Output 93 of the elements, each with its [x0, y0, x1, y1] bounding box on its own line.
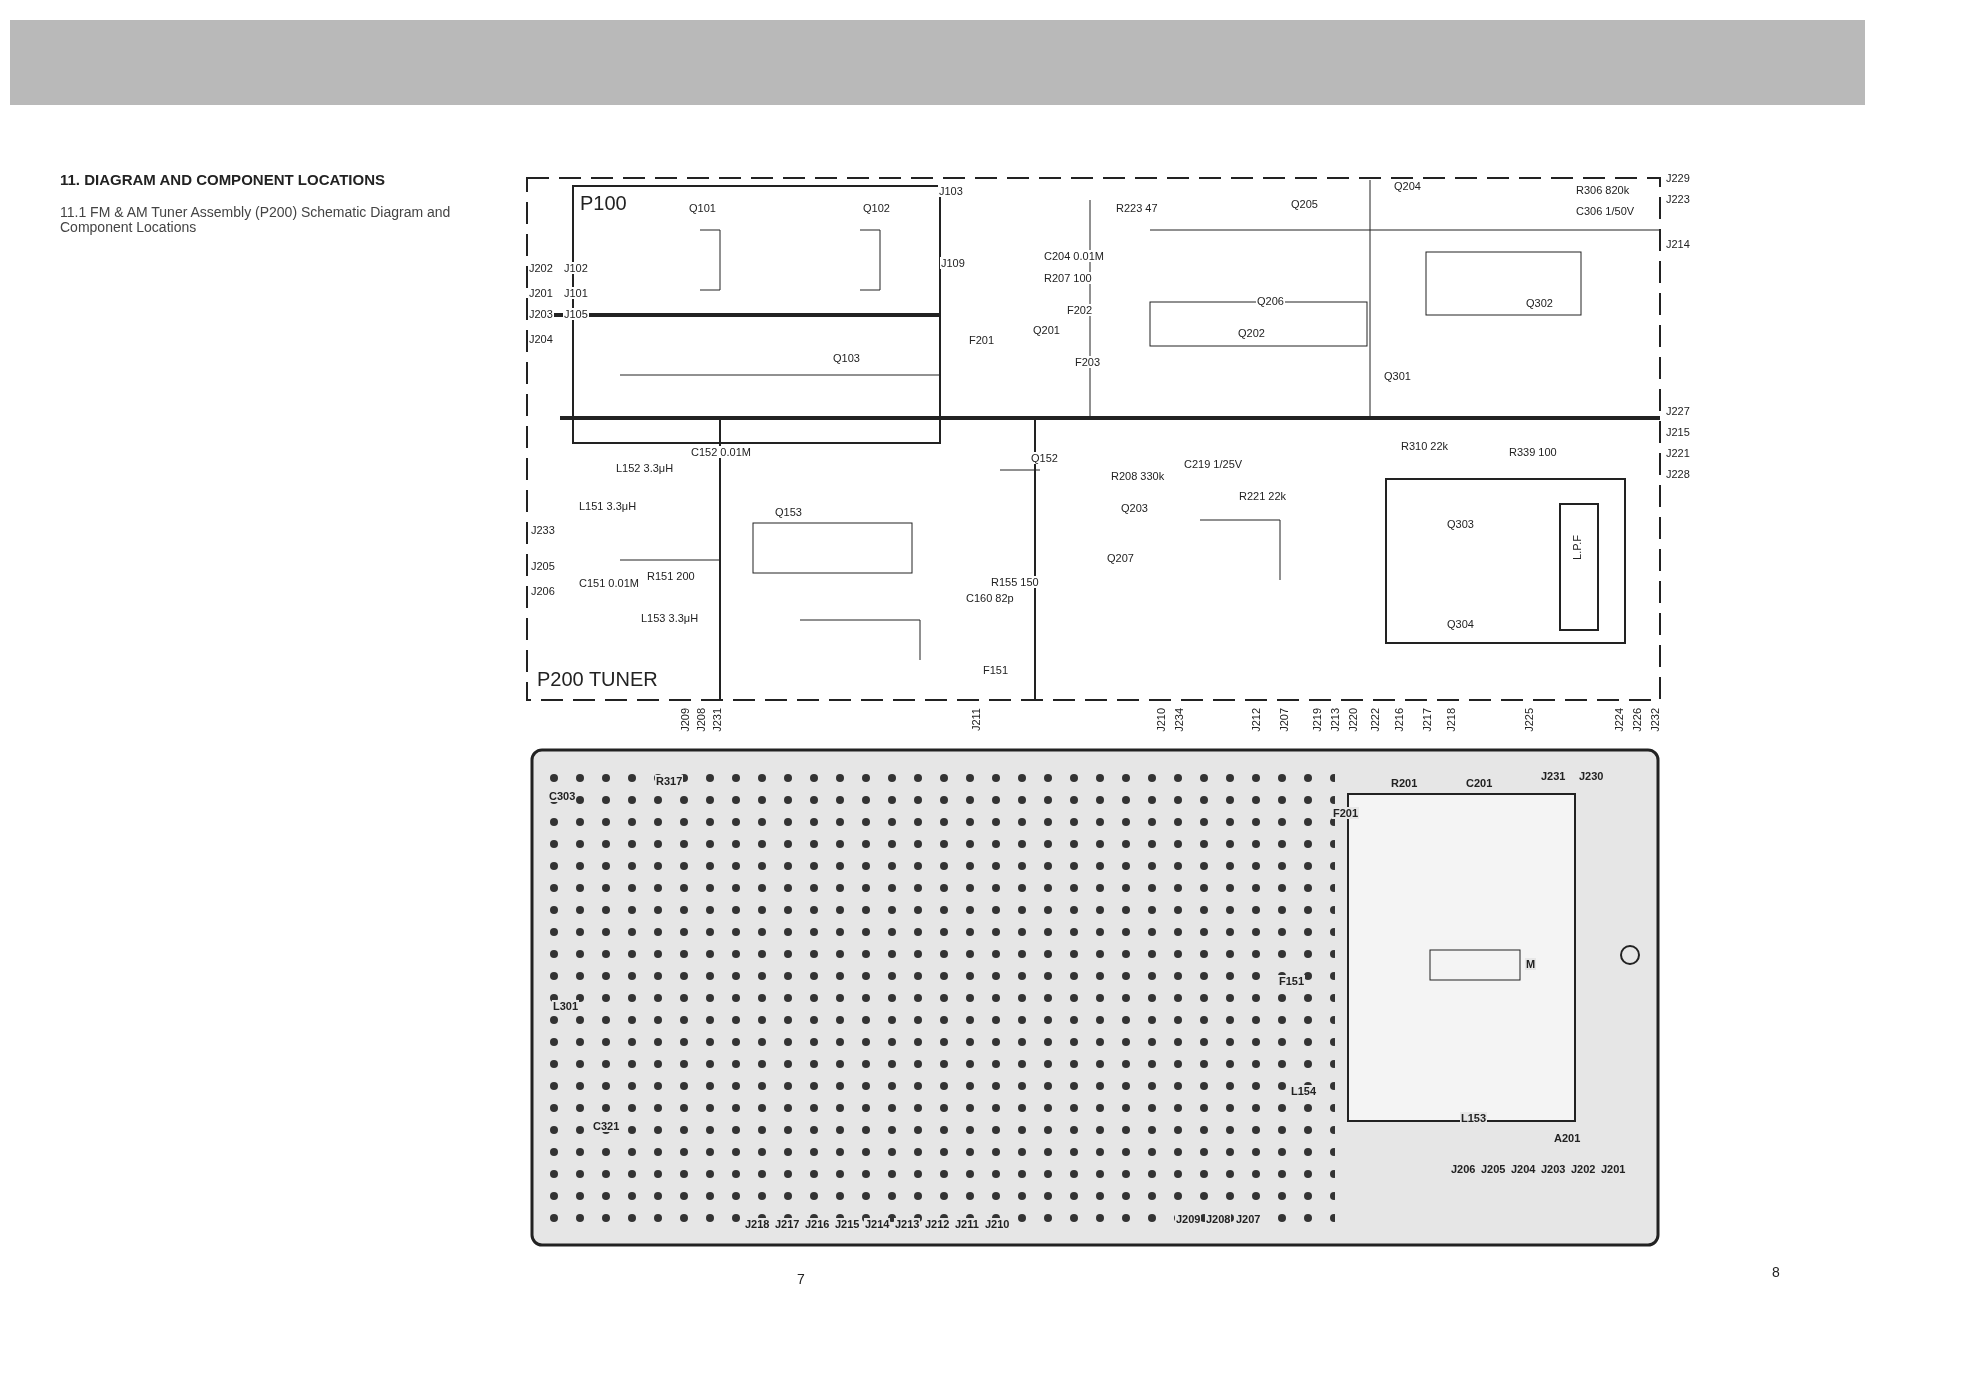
- transistor-label: Q304: [1446, 618, 1475, 631]
- component-label: J215: [834, 1218, 861, 1231]
- component-label: J206: [1450, 1163, 1477, 1176]
- connector-label: J223: [1665, 193, 1691, 206]
- connector-label: J206: [530, 585, 556, 598]
- connector-label: J103: [938, 185, 964, 198]
- transistor-label: Q301: [1383, 370, 1412, 383]
- component-label: F201: [968, 334, 996, 347]
- component-label: J211: [954, 1218, 980, 1231]
- component-label: F203: [1074, 356, 1102, 369]
- component-label: J212: [924, 1218, 951, 1231]
- component-label: R155 150: [990, 576, 1040, 589]
- component-label: J205: [1480, 1163, 1507, 1176]
- component-label: R201: [1390, 777, 1419, 790]
- component-label: J209: [1175, 1213, 1202, 1226]
- transistor-label: Q206: [1256, 295, 1285, 308]
- component-label: F151: [1278, 975, 1306, 988]
- component-label: C152 0.01M: [690, 446, 752, 459]
- connector-label: J229: [1665, 172, 1691, 185]
- transistor-label: Q102: [862, 202, 891, 215]
- connector-label: J201: [528, 287, 554, 300]
- transistor-label: Q303: [1446, 518, 1475, 531]
- transistor-label: Q207: [1106, 552, 1135, 565]
- connector-label: J204: [528, 333, 554, 346]
- component-label: J217: [774, 1218, 801, 1231]
- component-label: L152 3.3μH: [615, 462, 675, 475]
- connector-label: J228: [1665, 468, 1691, 481]
- component-label: L151 3.3μH: [578, 500, 638, 513]
- component-label: M: [1525, 958, 1537, 971]
- connector-label: J102: [563, 262, 589, 275]
- component-label: C151 0.01M: [578, 577, 640, 590]
- component-label: J231: [1540, 770, 1567, 783]
- connector-label: J227: [1665, 405, 1691, 418]
- connector-label: J101: [563, 287, 589, 300]
- transistor-label: Q103: [832, 352, 861, 365]
- component-label: F151: [982, 664, 1010, 677]
- component-label: L301: [552, 1000, 580, 1013]
- connector-label: J214: [1665, 238, 1691, 251]
- component-label: R306 820k: [1575, 184, 1631, 197]
- component-label: J216: [804, 1218, 831, 1231]
- connector-label: J205: [530, 560, 556, 573]
- heading: 11. DIAGRAM AND COMPONENT LOCATIONS: [60, 172, 385, 189]
- component-label: J213: [894, 1218, 921, 1231]
- component-label: R151 200: [646, 570, 696, 583]
- component-label: R221 22k: [1238, 490, 1288, 503]
- component-label: F201: [1332, 807, 1360, 820]
- component-label: C204 0.01M: [1043, 250, 1105, 263]
- component-label: A201: [1553, 1132, 1582, 1145]
- component-label: R208 330k: [1110, 470, 1166, 483]
- component-label: J202: [1570, 1163, 1597, 1176]
- component-label: J201: [1600, 1163, 1627, 1176]
- component-label: C303: [548, 790, 577, 803]
- component-label: C219 1/25V: [1183, 458, 1244, 471]
- component-label: J210: [984, 1218, 1011, 1231]
- component-label: R223 47: [1115, 202, 1159, 215]
- transistor-label: Q101: [688, 202, 717, 215]
- transistor-label: Q153: [774, 506, 803, 519]
- component-label: C306 1/50V: [1575, 205, 1636, 218]
- transistor-label: Q152: [1030, 452, 1059, 465]
- transistor-label: Q201: [1032, 324, 1061, 337]
- connector-label: J221: [1665, 447, 1691, 460]
- transistor-label: Q204: [1393, 180, 1422, 193]
- component-label: J207: [1235, 1213, 1262, 1226]
- component-label: J230: [1578, 770, 1605, 783]
- component-label: L153: [1460, 1112, 1488, 1125]
- component-label: J203: [1540, 1163, 1567, 1176]
- connector-label: J202: [528, 262, 554, 275]
- connector-label: J203: [528, 308, 554, 321]
- transistor-label: Q302: [1525, 297, 1554, 310]
- component-label: C160 82p: [965, 592, 1015, 605]
- component-label: J204: [1510, 1163, 1537, 1176]
- component-label: J214: [864, 1218, 891, 1231]
- component-label: C321: [592, 1120, 621, 1133]
- subheading: 11.1 FM & AM Tuner Assembly (P200) Schematic Diagram and Component Locations: [60, 205, 452, 236]
- component-label: J208: [1205, 1213, 1232, 1226]
- component-label: L154: [1290, 1085, 1318, 1098]
- component-label: C201: [1465, 777, 1494, 790]
- page-number: 7: [797, 1272, 805, 1288]
- connector-label: J215: [1665, 426, 1691, 439]
- component-label: R339 100: [1508, 446, 1558, 459]
- transistor-label: Q205: [1290, 198, 1319, 211]
- page-number: 8: [1772, 1265, 1780, 1281]
- component-label: R317: [655, 775, 684, 788]
- transistor-label: Q203: [1120, 502, 1149, 515]
- component-label: L153 3.3μH: [640, 612, 700, 625]
- transistor-label: Q202: [1237, 327, 1266, 340]
- component-label: R310 22k: [1400, 440, 1450, 453]
- component-label: R207 100: [1043, 272, 1093, 285]
- component-label: J218: [744, 1218, 771, 1231]
- connector-label: J233: [530, 524, 556, 537]
- component-label: F202: [1066, 304, 1094, 317]
- connector-label: J105: [563, 308, 589, 321]
- connector-label: J109: [940, 257, 966, 270]
